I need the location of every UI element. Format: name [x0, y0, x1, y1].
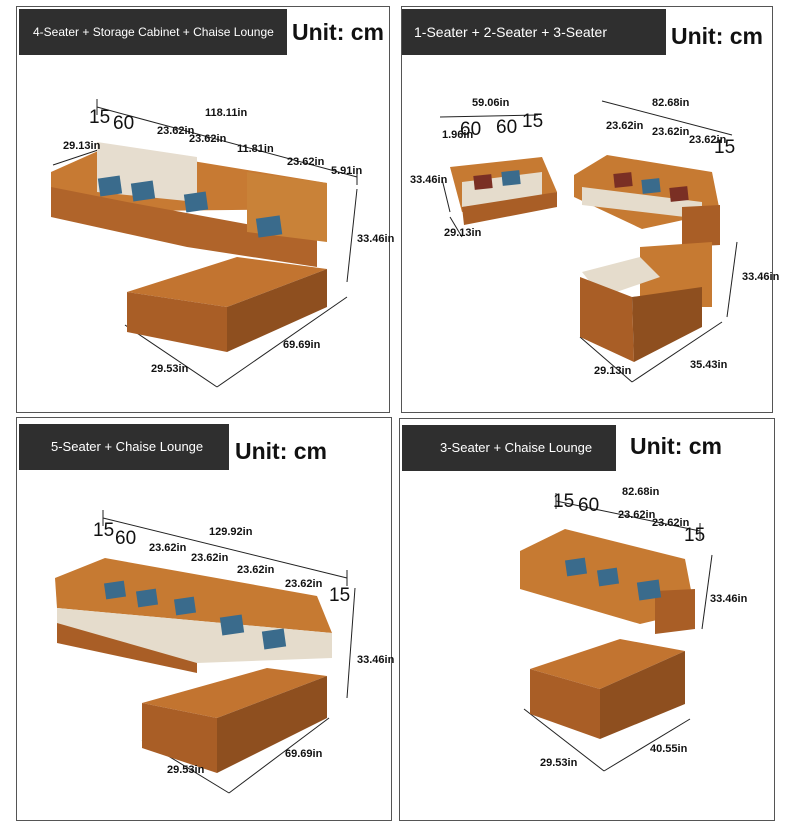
dim-big-15: 15	[93, 520, 115, 541]
panel-title: 3-Seater + Chaise Lounge	[402, 425, 616, 471]
panel-5-seater-chaise: 5-Seater + Chaise Lounge Unit: cm 15 60 …	[16, 417, 395, 821]
dim-big-15: 15	[89, 107, 111, 128]
dim-label: 23.62in	[237, 564, 275, 576]
dim-label: 118.11in	[205, 107, 248, 119]
sofa-illustration	[51, 99, 358, 388]
dim-label: 29.13in	[63, 140, 101, 152]
dim-label: 23.62in	[149, 542, 187, 554]
dim-label: 33.46in	[742, 271, 780, 283]
dim-label: 29.13in	[444, 227, 482, 239]
dim-label: 82.68in	[622, 486, 660, 498]
panel-1-2-3-seater: 1-Seater + 2-Seater + 3-Seater Unit: cm	[401, 6, 779, 413]
dim-label: 33.46in	[357, 654, 395, 666]
dim-big-60: 60	[460, 119, 482, 140]
dim-label: 29.53in	[540, 757, 578, 769]
dim-label: 29.53in	[167, 764, 205, 776]
dim-label: 69.69in	[285, 748, 323, 760]
dim-label: 23.62in	[618, 509, 656, 521]
dim-label: 23.62in	[285, 578, 323, 590]
dim-label: 69.69in	[283, 339, 321, 351]
dim-label: 33.46in	[710, 593, 748, 605]
dim-big-15: 15	[522, 111, 544, 132]
dim-big-15: 15	[329, 585, 351, 606]
panel-4-seater-chaise: 4-Seater + Storage Cabinet + Chaise Loun…	[16, 6, 394, 413]
unit-label: Unit: cm	[630, 433, 722, 459]
unit-label: Unit: cm	[292, 19, 384, 45]
panel-title: 5-Seater + Chaise Lounge	[19, 424, 229, 470]
dim-label: 5.91in	[331, 165, 363, 177]
dim-label: 29.13in	[594, 365, 632, 377]
dim-label: 129.92in	[209, 526, 253, 538]
dim-label: 23.62in	[287, 156, 325, 168]
dim-big-15: 15	[553, 491, 575, 512]
dim-label: 23.62in	[652, 126, 690, 138]
dim-big-15: 15	[714, 137, 736, 158]
panel-title: 1-Seater + 2-Seater + 3-Seater	[402, 9, 666, 55]
sofa-illustration	[55, 510, 356, 794]
dim-label: 29.53in	[151, 363, 189, 375]
unit-label: Unit: cm	[671, 23, 763, 49]
dim-label: 33.46in	[410, 174, 448, 186]
unit-label: Unit: cm	[235, 438, 327, 464]
panel-title: 4-Seater + Storage Cabinet + Chaise Loun…	[19, 9, 287, 55]
dim-label: 23.62in	[191, 552, 229, 564]
dim-big-60: 60	[113, 113, 135, 134]
dim-label: 59.06in	[472, 97, 510, 109]
dim-label: 23.62in	[606, 120, 644, 132]
panel-3-seater-chaise: 3-Seater + Chaise Lounge Unit: cm 82.68i…	[399, 418, 775, 821]
dim-label: 40.55in	[650, 743, 688, 755]
dim-label: 23.62in	[652, 517, 690, 529]
dim-label: 33.46in	[357, 233, 395, 245]
dim-big-60: 60	[496, 117, 518, 138]
dim-big-60: 60	[115, 528, 137, 549]
dim-label: 23.62in	[689, 134, 727, 146]
dim-label: 11.81in	[237, 143, 274, 155]
dim-label: 23.62in	[157, 125, 195, 137]
dim-big-15: 15	[684, 525, 706, 546]
dim-label: 23.62in	[189, 133, 227, 145]
dim-label: 1.96in	[442, 129, 474, 141]
sofa-illustration	[520, 493, 713, 772]
dim-big-60: 60	[578, 495, 600, 516]
dim-label: 35.43in	[690, 359, 728, 371]
sofa-illustration	[439, 100, 738, 383]
dim-label: 82.68in	[652, 97, 690, 109]
